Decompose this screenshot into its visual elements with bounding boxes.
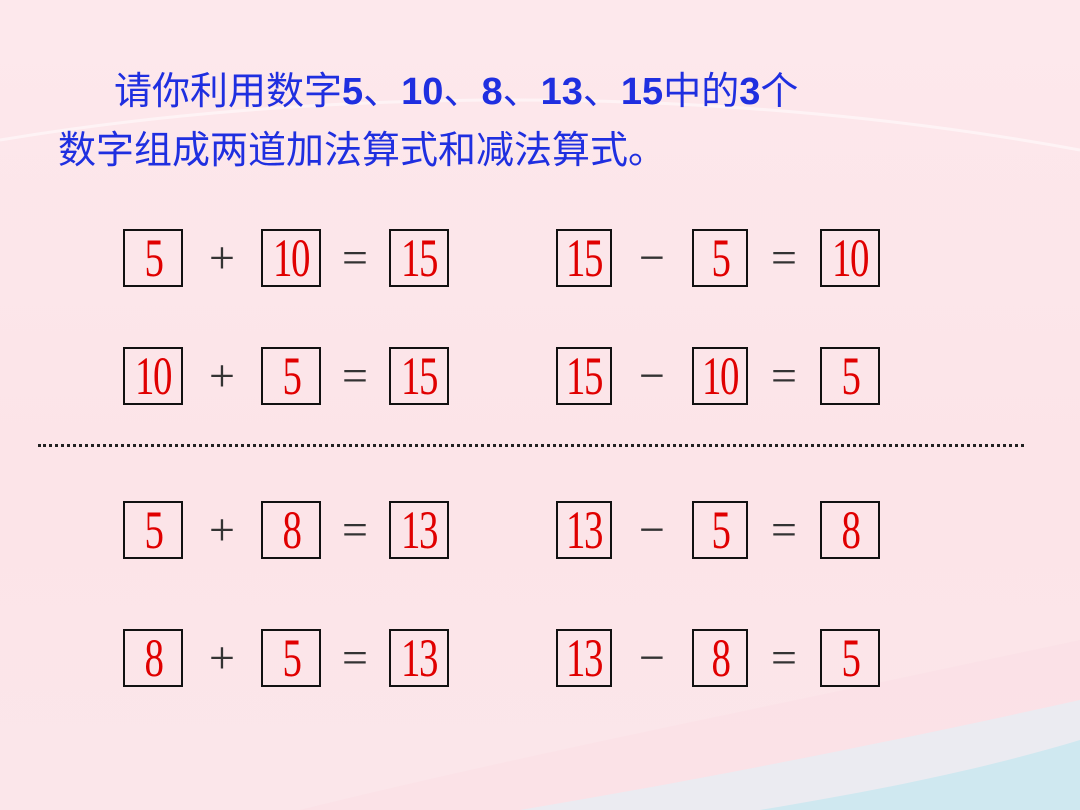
prompt-number: 3	[739, 71, 761, 113]
prompt-text: 请你利用数字	[114, 69, 343, 113]
answer-box[interactable]: 8	[820, 501, 880, 559]
answer-digit: 10	[702, 347, 739, 405]
equals-sign: =	[342, 632, 368, 683]
prompt-number: 5	[342, 71, 364, 113]
answer-digit: 5	[711, 501, 730, 559]
equals-sign: =	[771, 504, 797, 555]
answer-digit: 13	[401, 501, 438, 559]
answer-digit: 5	[841, 629, 860, 687]
prompt-text: 中的	[663, 69, 740, 113]
answer-digit: 8	[282, 501, 301, 559]
prompt-separator: 、	[502, 69, 541, 113]
answer-box[interactable]: 15	[556, 229, 612, 287]
answer-box[interactable]: 8	[123, 629, 183, 687]
answer-digit: 10	[135, 347, 172, 405]
answer-box[interactable]: 10	[123, 347, 183, 405]
answer-box[interactable]: 13	[556, 501, 612, 559]
plus-sign: +	[209, 350, 235, 401]
answer-digit: 10	[832, 229, 869, 287]
answer-box[interactable]: 5	[820, 347, 880, 405]
answer-digit: 13	[401, 629, 438, 687]
equals-sign: =	[342, 232, 368, 283]
prompt-line-2: 数字组成两道加法算式和减法算式。	[58, 128, 667, 172]
prompt-number: 10	[401, 71, 444, 113]
subtraction-equation: 15 − 10 = 5	[556, 346, 880, 406]
answer-digit: 15	[566, 229, 603, 287]
answer-digit: 10	[273, 229, 310, 287]
answer-box[interactable]: 10	[692, 347, 748, 405]
subtraction-equation: 13 − 8 = 5	[556, 628, 880, 688]
equals-sign: =	[771, 232, 797, 283]
answer-digit: 5	[282, 629, 301, 687]
prompt-separator: 、	[363, 69, 402, 113]
answer-digit: 15	[566, 347, 603, 405]
answer-box[interactable]: 8	[692, 629, 748, 687]
answer-box[interactable]: 13	[389, 501, 449, 559]
question-prompt: 请你利用数字5、10、8、13、15中的3个 数字组成两道加法算式和减法算式。	[58, 62, 1018, 179]
answer-box[interactable]: 15	[389, 229, 449, 287]
subtraction-equation: 13 − 5 = 8	[556, 500, 880, 560]
answer-digit: 8	[711, 629, 730, 687]
minus-sign: −	[639, 350, 665, 401]
answer-digit: 15	[401, 229, 438, 287]
answer-box[interactable]: 5	[123, 501, 183, 559]
answer-digit: 8	[144, 629, 163, 687]
answer-digit: 15	[401, 347, 438, 405]
prompt-separator: 、	[582, 69, 621, 113]
answer-box[interactable]: 10	[820, 229, 880, 287]
answer-digit: 5	[841, 347, 860, 405]
answer-digit: 5	[282, 347, 301, 405]
addition-equation: 8 + 5 = 13	[123, 628, 449, 688]
prompt-number: 15	[620, 71, 664, 113]
minus-sign: −	[639, 632, 665, 683]
answer-box[interactable]: 13	[556, 629, 612, 687]
equals-sign: =	[771, 632, 797, 683]
answer-digit: 8	[841, 501, 860, 559]
equals-sign: =	[771, 350, 797, 401]
addition-equation: 10 + 5 = 15	[123, 346, 449, 406]
plus-sign: +	[209, 504, 235, 555]
answer-box[interactable]: 5	[692, 501, 748, 559]
answer-digit: 5	[144, 501, 163, 559]
answer-box[interactable]: 13	[389, 629, 449, 687]
answer-digit: 5	[144, 229, 163, 287]
subtraction-equation: 15 − 5 = 10	[556, 228, 880, 288]
plus-sign: +	[209, 632, 235, 683]
answer-box[interactable]: 5	[261, 347, 321, 405]
plus-sign: +	[209, 232, 235, 283]
dotted-divider	[38, 444, 1024, 447]
answer-box[interactable]: 15	[389, 347, 449, 405]
prompt-text: 个	[760, 69, 799, 113]
answer-box[interactable]: 10	[261, 229, 321, 287]
answer-box[interactable]: 5	[123, 229, 183, 287]
answer-box[interactable]: 5	[692, 229, 748, 287]
equals-sign: =	[342, 350, 368, 401]
answer-digit: 5	[711, 229, 730, 287]
addition-equation: 5 + 8 = 13	[123, 500, 449, 560]
prompt-number: 8	[481, 71, 503, 113]
answer-digit: 13	[566, 501, 603, 559]
answer-box[interactable]: 15	[556, 347, 612, 405]
minus-sign: −	[639, 232, 665, 283]
answer-box[interactable]: 5	[820, 629, 880, 687]
equals-sign: =	[342, 504, 368, 555]
addition-equation: 5 + 10 = 15	[123, 228, 449, 288]
prompt-separator: 、	[443, 69, 482, 113]
minus-sign: −	[639, 504, 665, 555]
prompt-number: 13	[540, 71, 583, 113]
prompt-line-1: 请你利用数字5、10、8、13、15中的3个	[58, 62, 1018, 121]
answer-box[interactable]: 5	[261, 629, 321, 687]
answer-box[interactable]: 8	[261, 501, 321, 559]
answer-digit: 13	[566, 629, 603, 687]
